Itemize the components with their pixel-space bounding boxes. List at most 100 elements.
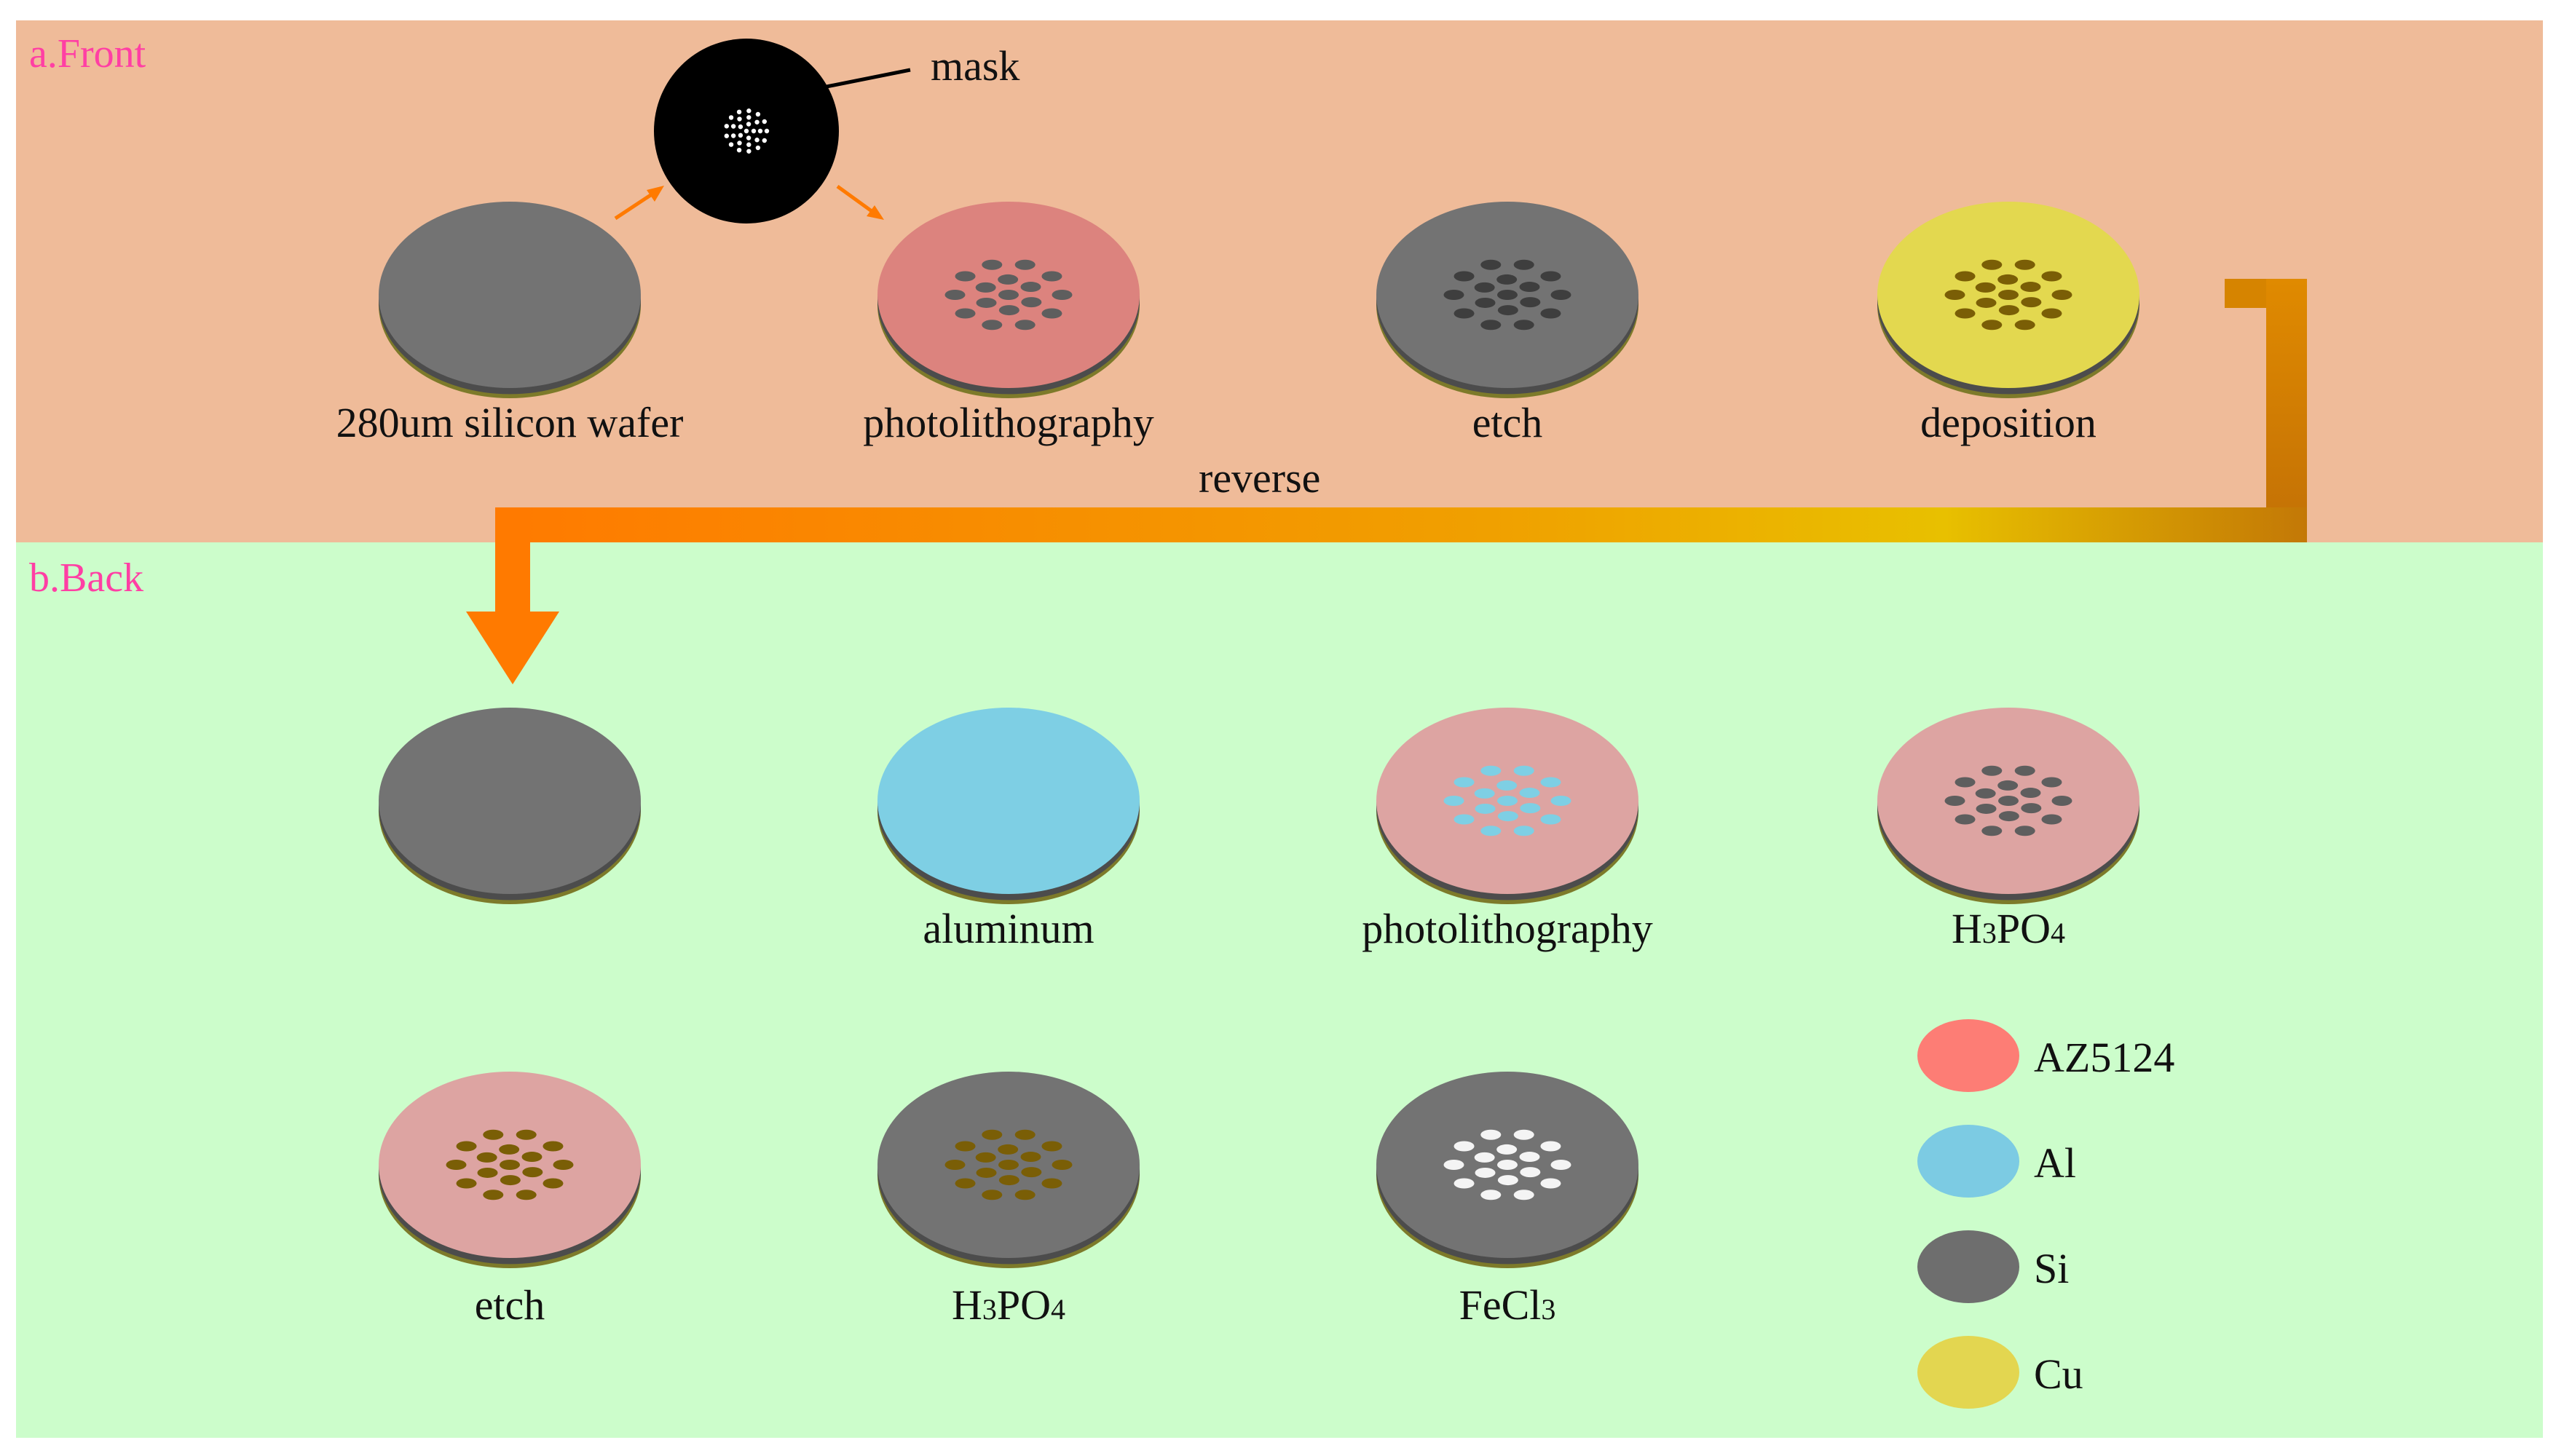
wafer-hole <box>1997 780 2019 791</box>
wafer-hole <box>998 1175 1019 1186</box>
wafer-hole <box>1981 765 2003 776</box>
back-wafer-1 <box>877 708 1140 904</box>
wafer-hole <box>975 282 996 293</box>
step-label: deposition <box>1920 399 2097 446</box>
wafer-hole <box>1520 1167 1541 1178</box>
back-section-bg <box>16 542 2543 1438</box>
wafer-hole <box>955 1141 976 1152</box>
wafer-hole <box>1014 1190 1036 1200</box>
mask-hole <box>743 128 749 134</box>
wafer-hole <box>2021 803 2042 814</box>
wafer-hole <box>1014 320 1036 331</box>
wafer-hole <box>1474 1152 1495 1163</box>
wafer-hole <box>1496 780 1518 791</box>
front-section-title: a.Front <box>29 31 146 76</box>
wafer-hole <box>982 1190 1003 1200</box>
mask-hole <box>746 108 752 114</box>
wafer-hole <box>543 1178 564 1189</box>
wafer-hole <box>976 1167 997 1178</box>
wafer-hole <box>553 1160 574 1170</box>
wafer-hole <box>521 1152 543 1163</box>
wafer-hole <box>955 308 976 319</box>
front-wafer-1 <box>877 202 1140 398</box>
wafer-hole <box>998 290 1019 300</box>
wafer-hole <box>1052 1160 1073 1170</box>
back-wafer-2 <box>1376 708 1638 904</box>
mask-hole <box>738 132 743 138</box>
legend-swatch <box>1917 1230 2019 1303</box>
legend-item-si: Si <box>1917 1230 2069 1303</box>
wafer-hole <box>1453 1141 1475 1152</box>
wafer-hole <box>1513 320 1534 331</box>
wafer-hole <box>1453 1178 1475 1189</box>
wafer-hole <box>1480 1129 1502 1140</box>
wafer-hole <box>1998 811 2019 822</box>
mask-hole <box>762 119 767 124</box>
mask-hole <box>755 145 761 151</box>
step-label: FeCl3 <box>1459 1281 1556 1329</box>
wafer-hole <box>1944 796 1965 806</box>
wafer-hole <box>1041 271 1062 282</box>
legend-label: Al <box>2034 1139 2076 1187</box>
wafer-hole <box>955 1178 976 1189</box>
wafer-hole <box>944 1160 966 1170</box>
wafer-hole <box>1955 814 1976 825</box>
wafer-hole <box>1443 290 1464 300</box>
mask-hole <box>724 124 730 129</box>
wafer-hole <box>500 1160 520 1170</box>
wafer-hole <box>1021 297 1042 308</box>
back-wafer-3 <box>1877 708 2139 904</box>
wafer-hole <box>1496 1144 1518 1155</box>
wafer-hole <box>1975 788 1996 799</box>
wafer-hole <box>456 1178 477 1189</box>
back-wafer-5 <box>877 1072 1140 1268</box>
wafer-hole <box>1443 1160 1464 1170</box>
legend-label: Si <box>2034 1245 2069 1292</box>
wafer-hole <box>944 290 966 300</box>
wafer-hole <box>1014 1129 1036 1140</box>
wafer-hole <box>483 1129 504 1140</box>
wafer-hole <box>1480 1190 1502 1200</box>
wafer-hole <box>1520 297 1541 308</box>
wafer-group <box>379 202 2139 1268</box>
step-label: 280um silicon wafer <box>336 399 684 446</box>
step-label: etch <box>1472 399 1543 446</box>
legend-label: Cu <box>2034 1350 2083 1398</box>
wafer-hole <box>1955 271 1976 282</box>
wafer-hole <box>1497 811 1518 822</box>
wafer-hole <box>2041 271 2062 282</box>
mask-hole <box>728 115 734 120</box>
front-wafer-2 <box>1376 202 1638 398</box>
wafer-hole <box>1480 259 1502 270</box>
wafer-hole <box>1014 259 1036 270</box>
mask-hole <box>736 147 742 153</box>
mask-hole <box>762 138 767 143</box>
mask-hole <box>755 111 761 117</box>
wafer-hole <box>1513 765 1534 776</box>
wafer-hole <box>1540 814 1561 825</box>
wafer-hole <box>543 1141 564 1152</box>
wafer-hole <box>1976 297 1997 308</box>
wafer-hole <box>998 1160 1019 1170</box>
wafer-hole <box>2014 765 2035 776</box>
legend-swatch <box>1917 1019 2019 1092</box>
wafer-hole <box>1021 1167 1042 1178</box>
mask-hole <box>724 133 730 138</box>
wafer-hole <box>1981 320 2003 331</box>
wafer-hole <box>2014 826 2035 836</box>
reverse-connector-arrow <box>466 279 2307 684</box>
wafer-surface <box>379 708 641 894</box>
wafer-hole <box>1998 796 2019 806</box>
wafer-hole <box>1453 271 1475 282</box>
wafer-hole <box>1041 1178 1062 1189</box>
wafer-hole <box>1443 796 1464 806</box>
wafer-hole <box>516 1190 537 1200</box>
wafer-hole <box>1519 282 1540 293</box>
mask-hole <box>746 142 752 147</box>
wafer-surface <box>379 202 641 388</box>
mask-hole <box>736 109 742 115</box>
wafer-hole <box>2051 796 2072 806</box>
wafer-hole <box>1513 1190 1534 1200</box>
back-wafer-0 <box>379 708 641 904</box>
